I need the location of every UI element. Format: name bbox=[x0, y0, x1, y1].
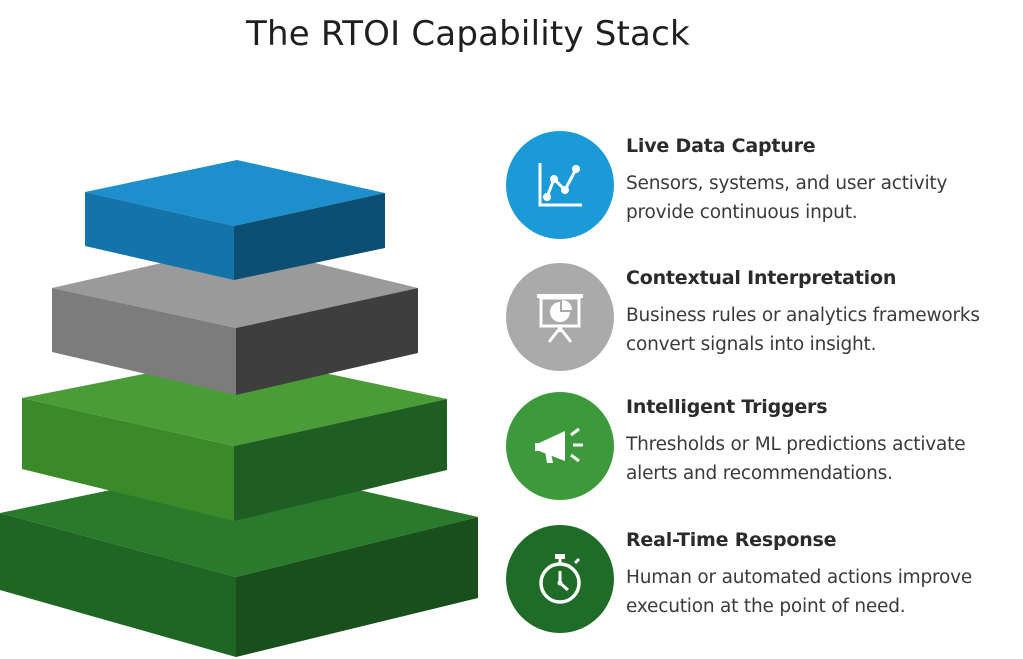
item-description-line: Sensors, systems, and user activity bbox=[626, 173, 948, 194]
capability-item-real-time-response: Real-Time Response Human or automated ac… bbox=[506, 525, 1023, 635]
capability-item-contextual-interpretation: Contextual Interpretation Business rules… bbox=[506, 263, 1023, 373]
capability-badge bbox=[506, 525, 614, 633]
capability-badge bbox=[506, 392, 614, 500]
item-description-line: alerts and recommendations. bbox=[626, 463, 893, 484]
capability-stack bbox=[0, 160, 478, 657]
item-description: Human or automated actions improve execu… bbox=[626, 563, 972, 621]
item-description-line: provide continuous input. bbox=[626, 202, 858, 223]
third-layer bbox=[22, 355, 447, 521]
capability-badge bbox=[506, 263, 614, 371]
item-heading: Contextual Interpretation bbox=[626, 267, 897, 289]
page-title: The RTOI Capability Stack bbox=[246, 14, 690, 54]
capability-item-intelligent-triggers: Intelligent Triggers Thresholds or ML pr… bbox=[506, 392, 1023, 502]
item-description: Sensors, systems, and user activity prov… bbox=[626, 169, 947, 227]
stopwatch-icon bbox=[539, 554, 581, 604]
capability-badge bbox=[506, 131, 614, 239]
item-description-line: Thresholds or ML predictions activate bbox=[626, 434, 966, 455]
item-description-line: convert signals into insight. bbox=[626, 334, 877, 355]
presentation-board-icon bbox=[537, 294, 583, 343]
item-heading: Intelligent Triggers bbox=[626, 396, 828, 418]
line-chart-icon bbox=[538, 163, 582, 207]
capability-item-live-data-capture: Live Data Capture Sensors, systems, and … bbox=[506, 131, 1023, 241]
item-heading: Live Data Capture bbox=[626, 135, 816, 157]
item-description-line: execution at the point of need. bbox=[626, 596, 906, 617]
item-description: Thresholds or ML predictions activate al… bbox=[626, 430, 966, 488]
megaphone-icon bbox=[535, 427, 583, 463]
item-description: Business rules or analytics frameworks c… bbox=[626, 301, 980, 359]
item-description-line: Human or automated actions improve bbox=[626, 567, 973, 588]
second-layer bbox=[52, 245, 418, 395]
top-layer bbox=[85, 160, 385, 280]
item-description-line: Business rules or analytics frameworks bbox=[626, 305, 980, 326]
item-heading: Real-Time Response bbox=[626, 529, 837, 551]
